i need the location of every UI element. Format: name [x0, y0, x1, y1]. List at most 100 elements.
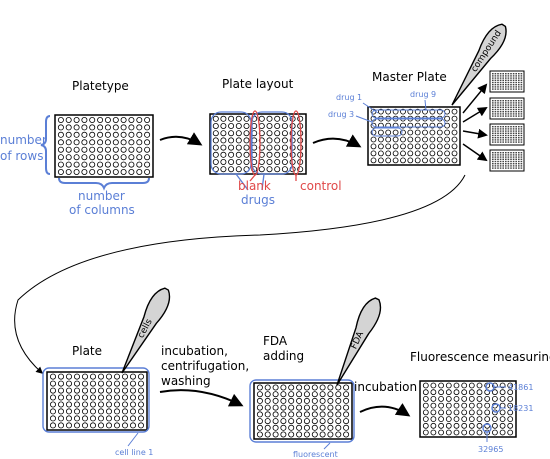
small-well: [507, 81, 510, 84]
small-well: [505, 81, 507, 84]
blank-pointer: [249, 174, 256, 182]
well: [74, 394, 81, 401]
small-well: [497, 88, 499, 90]
small-well: [518, 84, 520, 86]
small-well: [510, 158, 512, 160]
well: [104, 131, 111, 138]
small-well: [502, 81, 504, 84]
well: [385, 157, 392, 164]
well: [370, 136, 377, 143]
well: [296, 384, 303, 391]
small-well: [494, 158, 497, 160]
step-incubation: incubation: [354, 380, 417, 394]
small-well: [520, 132, 523, 134]
well: [65, 131, 72, 138]
well: [451, 115, 458, 122]
well: [57, 124, 64, 131]
well: [112, 117, 119, 124]
well: [58, 415, 65, 422]
well: [335, 418, 342, 425]
well: [258, 166, 265, 173]
well: [114, 373, 121, 380]
drug9-pointer: [424, 99, 427, 111]
well: [120, 161, 127, 168]
cell-line-outline: [42, 367, 150, 433]
well: [129, 394, 136, 401]
small-well: [502, 160, 504, 163]
well: [65, 146, 72, 153]
small-well: [515, 128, 517, 130]
small-well: [515, 81, 517, 84]
small-well: [499, 75, 502, 77]
well: [422, 143, 428, 150]
small-well: [499, 104, 502, 106]
small-well: [507, 126, 510, 128]
well: [212, 115, 219, 122]
small-well: [520, 115, 523, 117]
value2-label: 18231: [508, 404, 533, 413]
small-well: [499, 111, 502, 113]
well: [288, 424, 295, 431]
well: [97, 154, 104, 161]
small-well: [492, 102, 494, 104]
well: [327, 384, 334, 391]
well: [114, 408, 121, 415]
well: [280, 411, 287, 418]
small-well: [499, 113, 502, 115]
well: [476, 416, 483, 423]
small-well: [497, 139, 499, 141]
small-well: [507, 160, 510, 163]
well: [114, 394, 121, 401]
well: [97, 117, 104, 124]
well: [400, 136, 406, 143]
well: [414, 150, 421, 157]
well: [89, 146, 96, 153]
small-well: [518, 88, 520, 90]
well: [66, 387, 73, 394]
small-well: [505, 77, 507, 79]
well: [476, 402, 483, 409]
plate-outline: [209, 113, 307, 175]
well: [422, 150, 428, 157]
well: [453, 402, 460, 409]
small-well: [497, 73, 499, 75]
well: [66, 401, 73, 408]
well: [90, 401, 97, 408]
stage-title-plate: Plate: [72, 344, 102, 358]
plate-outline: [46, 371, 148, 431]
well: [65, 124, 72, 131]
small-well: [502, 128, 504, 130]
well-plate-platetype: [54, 114, 154, 178]
small-well: [492, 106, 494, 108]
small-well: [515, 106, 517, 108]
well: [281, 137, 288, 144]
small-well: [502, 115, 504, 117]
well: [461, 409, 468, 416]
small-well: [507, 163, 510, 165]
well: [243, 123, 250, 130]
well: [453, 416, 460, 423]
small-well: [512, 111, 515, 113]
drug-row-highlight-3: [371, 127, 403, 137]
well: [499, 429, 506, 436]
small-well: [499, 152, 502, 154]
well: [112, 124, 119, 131]
small-well: [512, 158, 515, 160]
small-well: [512, 152, 515, 154]
small-well: [507, 132, 510, 134]
small-well: [518, 163, 520, 165]
small-well: [510, 128, 512, 130]
well: [73, 154, 80, 161]
well: [311, 391, 318, 398]
well: [129, 380, 136, 387]
small-well: [505, 102, 507, 104]
well: [400, 157, 406, 164]
small-well: [512, 156, 515, 158]
well: [266, 130, 273, 137]
small-well: [492, 167, 494, 169]
well: [400, 129, 406, 136]
well: [264, 404, 271, 411]
well: [50, 415, 57, 422]
plate-outline: [54, 114, 154, 178]
small-well: [510, 137, 512, 139]
